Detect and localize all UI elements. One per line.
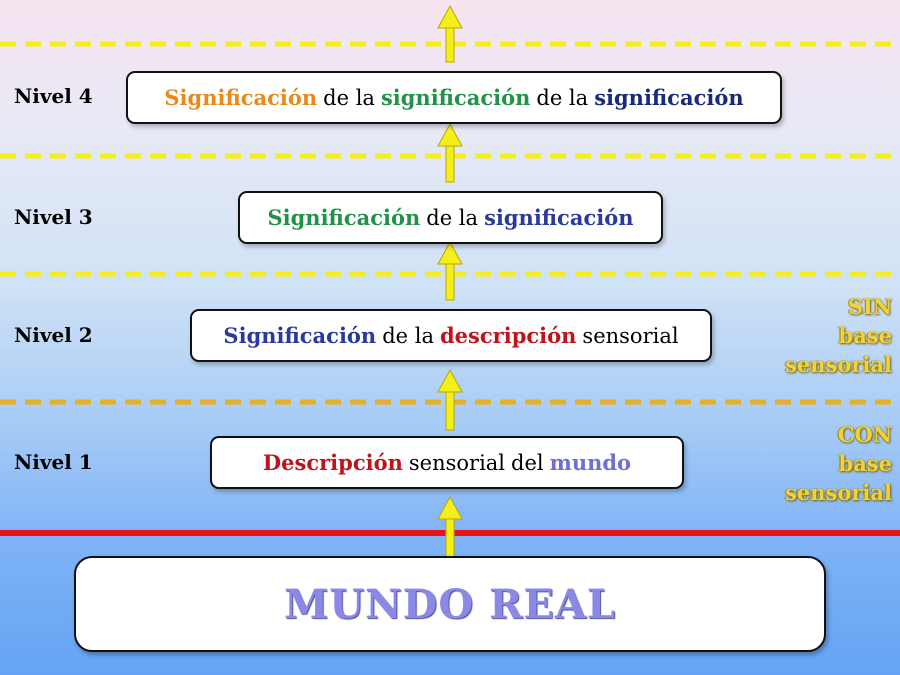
level-1-part: Descripción <box>262 450 403 475</box>
level-label-2: Nivel 2 <box>14 323 93 347</box>
sin-label-line: base <box>838 323 892 348</box>
arrow-up-icon <box>437 368 463 431</box>
level-1-part: mundo <box>549 450 632 475</box>
level-2-box: Significación de la descripción sensoria… <box>190 309 712 362</box>
level-3-box: Significación de la significación <box>238 191 663 244</box>
sin-label-line: sensorial <box>785 352 892 377</box>
mundo-real-text: MUNDO REAL <box>283 580 617 628</box>
level-2-part: descripción <box>440 323 577 348</box>
level-label-3: Nivel 3 <box>14 205 93 229</box>
arrow-up-icon <box>437 240 463 301</box>
level-label-1: Nivel 1 <box>14 450 93 474</box>
level-4-part: significación <box>380 85 531 110</box>
con-base-sensorial-label: CON base sensorial <box>785 420 892 507</box>
sin-label-line: SIN <box>847 294 892 319</box>
level-4-part: Significación <box>164 85 318 110</box>
arrow-up-icon <box>437 495 463 558</box>
level-1-part: sensorial <box>408 450 506 475</box>
con-label-line: sensorial <box>785 480 892 505</box>
level-4-box: Significación de la significación de la … <box>126 71 782 124</box>
level-3-part: de la <box>426 205 479 230</box>
level-4-part: de la <box>536 85 589 110</box>
arrow-up-icon <box>437 4 463 63</box>
level-1-box: Descripción sensorial del mundo <box>210 436 684 489</box>
level-2-part: Significación <box>223 323 377 348</box>
con-label-line: CON <box>837 422 892 447</box>
mundo-real-box: MUNDO REAL <box>74 556 826 652</box>
level-1-part: del <box>511 450 544 475</box>
arrow-up-icon <box>437 122 463 183</box>
level-3-part: Significación <box>267 205 421 230</box>
level-2-part: sensorial <box>582 323 679 348</box>
level-3-part: significación <box>484 205 634 230</box>
level-label-4: Nivel 4 <box>14 84 93 108</box>
level-4-part: de la <box>323 85 375 110</box>
level-4-part: significación <box>594 85 744 110</box>
level-2-part: de la <box>382 323 434 348</box>
con-label-line: base <box>838 451 892 476</box>
sin-base-sensorial-label: SIN base sensorial <box>785 292 892 379</box>
